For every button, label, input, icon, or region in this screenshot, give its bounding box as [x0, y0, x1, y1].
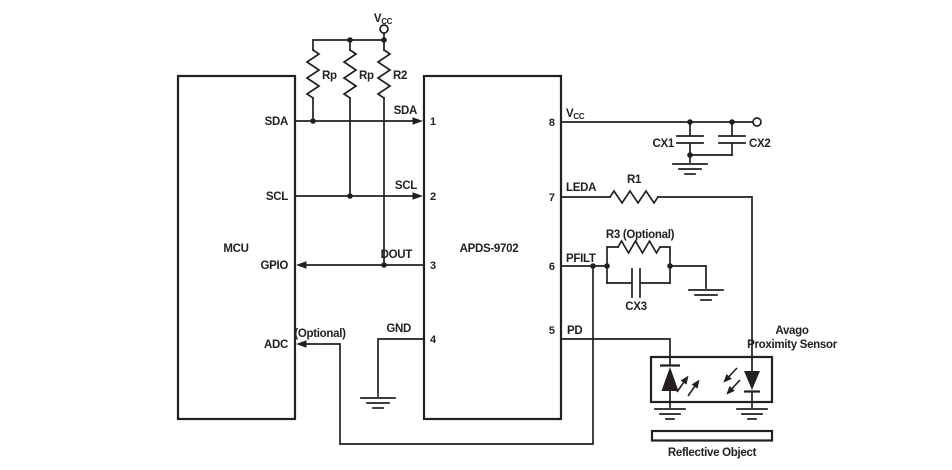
r1-label: R1	[627, 174, 642, 186]
scl-net	[294, 192, 423, 200]
leda-net	[560, 189, 753, 372]
resistor-r1	[608, 189, 660, 205]
resistor-r3	[616, 239, 662, 255]
cx2-label: CX2	[749, 138, 770, 150]
pin-5-number: 5	[549, 325, 555, 337]
pin-2-number: 2	[430, 191, 436, 203]
scl-arrow	[412, 192, 423, 200]
vcc-decoupling-net	[560, 117, 762, 175]
ground-symbol-caps	[672, 163, 708, 175]
resistor-r2	[376, 48, 392, 100]
dout-net	[296, 261, 425, 269]
pin-7-label: LEDA	[566, 182, 596, 194]
mcu-pin-gpio: GPIO	[260, 260, 288, 272]
vcc-rail-wires	[312, 32, 385, 266]
mcu-name: MCU	[223, 243, 248, 255]
pfilt-net	[560, 239, 724, 301]
vcc-top-label: VCC	[374, 13, 393, 26]
pin-5-label: PD	[567, 325, 582, 337]
mcu-pin-sda: SDA	[265, 116, 288, 128]
pin-4-number: 4	[430, 334, 437, 346]
rp2-label: Rp	[359, 70, 374, 82]
bus-gnd-label: GND	[386, 323, 411, 335]
mcu-pin-scl: SCL	[266, 191, 288, 203]
ic-name: APDS-9702	[460, 243, 519, 255]
vcc-out-terminal	[752, 117, 762, 127]
gnd-net	[360, 338, 425, 409]
pin-6-label: PFILT	[566, 253, 596, 265]
photodiode-symbol	[654, 364, 704, 420]
dout-arrow	[296, 261, 307, 269]
reflective-object-label: Reflective Object	[668, 447, 757, 459]
pd-net	[560, 338, 671, 366]
capacitor-cx3	[606, 268, 671, 298]
bus-dout-label: DOUT	[381, 249, 413, 261]
adc-optional-note: (Optional)	[294, 328, 346, 340]
mcu-pin-adc: ADC	[264, 339, 288, 351]
cx1-label: CX1	[653, 138, 675, 150]
pin-8-label: VCC	[566, 108, 585, 121]
ground-symbol-led	[736, 408, 768, 420]
pin-6-number: 6	[549, 261, 555, 273]
pin-3-number: 3	[430, 260, 436, 272]
resistor-rp1	[305, 48, 321, 100]
mcu-box	[176, 74, 297, 421]
r2-label: R2	[393, 70, 407, 82]
sensor-type-label: Proximity Sensor	[747, 339, 838, 351]
vcc-terminal	[379, 24, 389, 34]
adc-arrow	[296, 340, 307, 348]
ground-symbol-pfilt	[688, 289, 724, 301]
pin-8-number: 8	[549, 117, 555, 129]
capacitor-cx1	[676, 121, 704, 156]
capacitor-cx2	[718, 121, 746, 156]
resistor-rp2	[342, 48, 358, 100]
bus-scl-label: SCL	[395, 180, 417, 192]
adc-pfilt-net	[296, 265, 594, 445]
pin-1-number: 1	[430, 116, 436, 128]
sensor-brand-label: Avago	[775, 325, 808, 337]
vcc-rail-net	[305, 24, 392, 266]
apds-9702-box	[422, 74, 563, 421]
ground-symbol-gnd	[360, 397, 396, 409]
led-symbol	[719, 364, 768, 420]
rp1-label: Rp	[322, 70, 337, 82]
sda-net	[294, 117, 423, 125]
bus-sda-label: SDA	[394, 105, 417, 117]
r3-label: R3 (Optional)	[606, 229, 675, 241]
pin-7-number: 7	[549, 192, 555, 204]
ground-symbol-photodiode	[654, 408, 686, 420]
reflective-object-bar	[650, 429, 774, 442]
sda-arrow	[412, 117, 423, 125]
cx3-label: CX3	[625, 301, 646, 313]
